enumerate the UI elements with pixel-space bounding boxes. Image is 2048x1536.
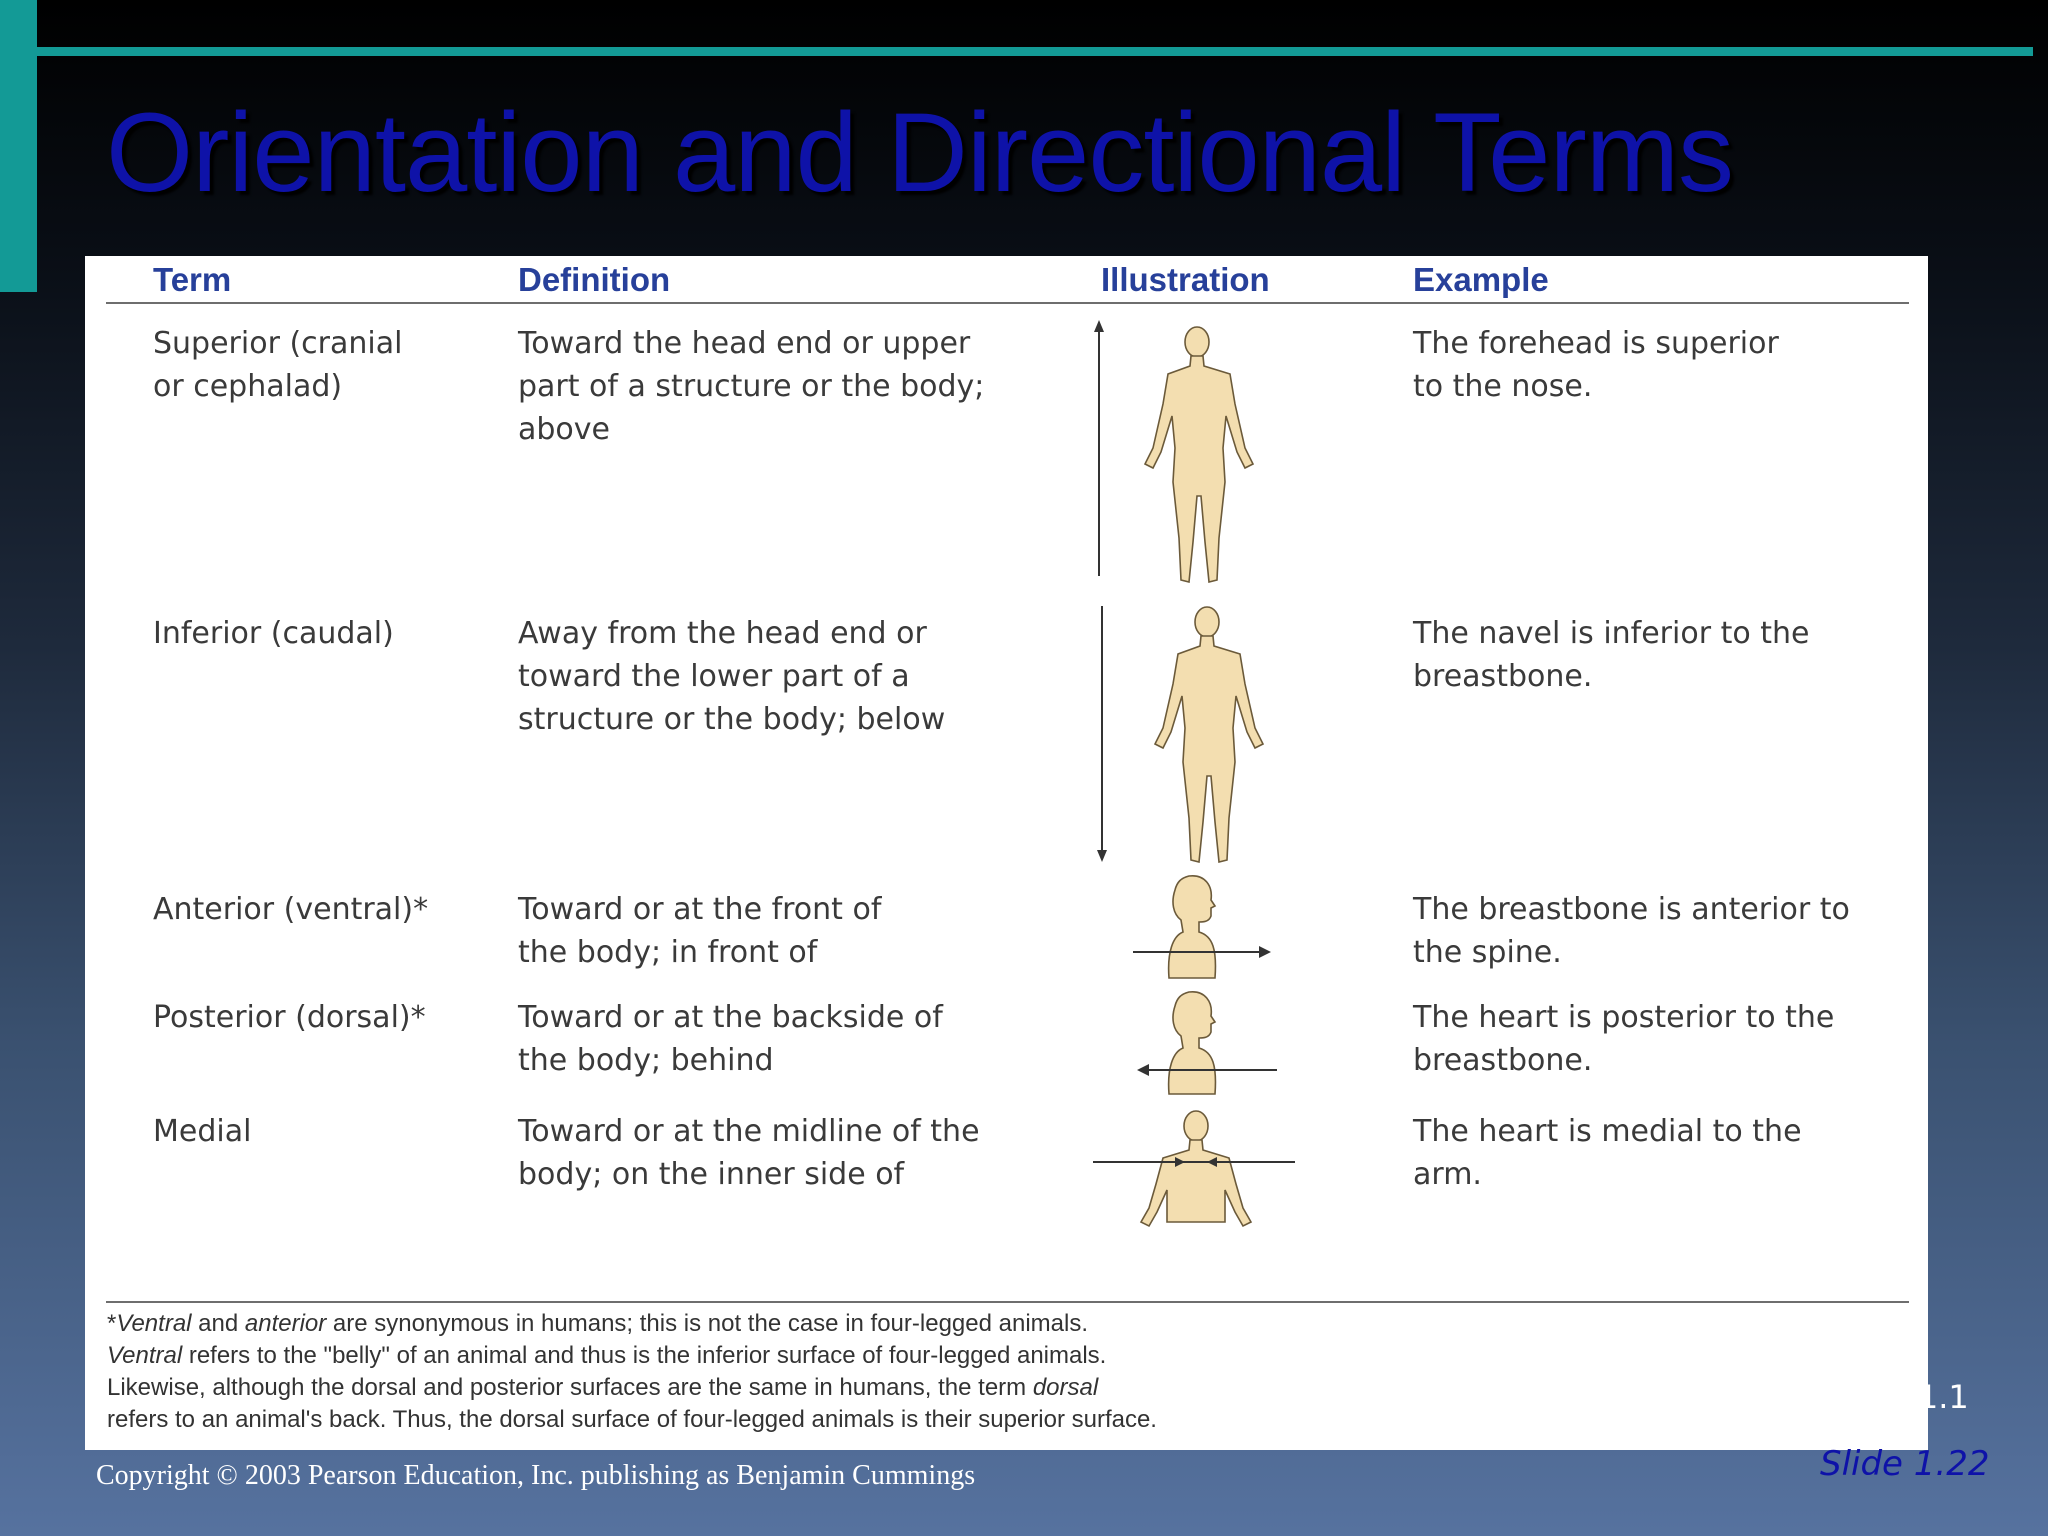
row-inferior-definition: Away from the head end or toward the low… [518,616,946,737]
footnote: *Ventral and anterior are synonymous in … [107,1308,1157,1436]
side-bust-forward-arrow-icon [1133,875,1271,979]
top-accent-line [37,47,2033,56]
full-body-up-arrow-icon [1094,320,1255,584]
figure-label: e 1.1 [1888,1378,1969,1416]
row-medial-example: The heart is medial to the arm. [1413,1114,1802,1192]
slide-title: Orientation and Directional Terms [106,90,1734,215]
footnote-line-3: Likewise, although the dorsal and poster… [107,1374,1099,1401]
full-body-down-arrow-icon [1097,606,1265,864]
header-definition: Definition [518,261,671,298]
row-medial-term: Medial [153,1114,252,1149]
left-accent-bar [0,0,37,292]
header-rule [106,302,1909,304]
slide-number: Slide 1.22 [1820,1444,1990,1484]
row-superior-definition: Toward the head end or upper part of a s… [518,326,985,447]
row-anterior-example: The breastbone is anterior to the spine. [1413,892,1850,970]
row-anterior-term: Anterior (ventral)* [153,892,429,927]
side-bust-backward-arrow-icon [1137,991,1277,1095]
copyright-text: Copyright © 2003 Pearson Education, Inc.… [96,1460,976,1491]
directional-terms-table: Term Definition Illustration Example Sup… [85,256,1928,1450]
row-posterior-example: The heart is posterior to the breastbone… [1413,1000,1835,1078]
row-posterior-definition: Toward or at the backside of the body; b… [518,1000,943,1078]
row-superior-term: Superior (cranial or cephalad) [153,326,403,404]
footnote-line-1: *Ventral and anterior are synonymous in … [107,1310,1088,1337]
row-anterior-definition: Toward or at the front of the body; in f… [518,892,882,970]
footnote-line-4: refers to an animal's back. Thus, the do… [107,1406,1157,1433]
row-medial-definition: Toward or at the midline of the body; on… [518,1114,980,1192]
header-illustration: Illustration [1101,261,1270,298]
row-inferior-term: Inferior (caudal) [153,616,394,651]
footnote-rule [106,1301,1909,1303]
row-inferior-example: The navel is inferior to the breastbone. [1413,616,1810,694]
row-posterior-term: Posterior (dorsal)* [153,1000,426,1035]
header-example: Example [1413,261,1549,298]
torso-medial-arrows-icon [1093,1110,1295,1228]
row-superior-example: The forehead is superior to the nose. [1413,326,1779,404]
footnote-line-2: Ventral refers to the "belly" of an anim… [107,1342,1107,1369]
header-term: Term [153,261,232,298]
